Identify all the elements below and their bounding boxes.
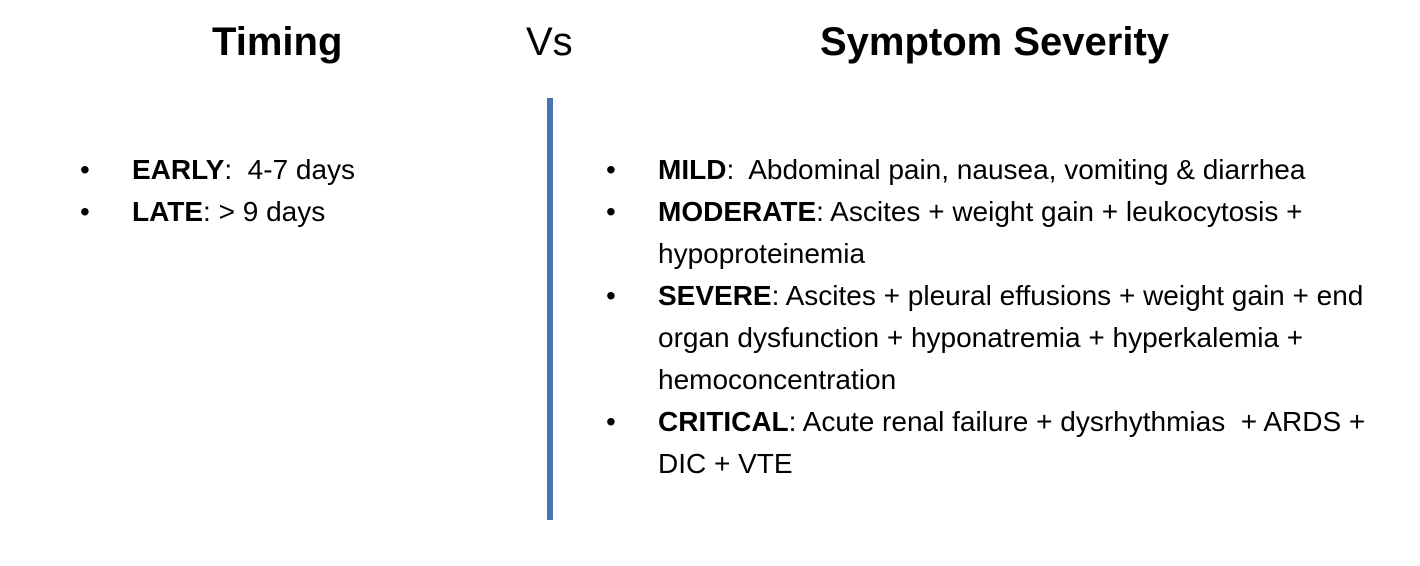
severity-term: SEVERE bbox=[658, 280, 772, 311]
timing-text: : 4-7 days bbox=[224, 154, 356, 185]
bullet-icon: • bbox=[80, 196, 90, 227]
bullet-icon: • bbox=[606, 406, 616, 437]
column-divider bbox=[547, 98, 553, 520]
timing-heading: Timing bbox=[212, 20, 343, 64]
severity-item-critical: • CRITICAL: Acute renal failure + dysrhy… bbox=[606, 401, 1406, 485]
vs-label: Vs bbox=[526, 20, 573, 64]
severity-text: : Ascites + weight gain + leukocytosis +… bbox=[658, 196, 1311, 269]
severity-item-severe: • SEVERE: Ascites + pleural effusions + … bbox=[606, 275, 1406, 401]
severity-term: MODERATE bbox=[658, 196, 817, 227]
severity-text: : Abdominal pain, nausea, vomiting & dia… bbox=[726, 154, 1306, 185]
severity-heading: Symptom Severity bbox=[820, 20, 1170, 64]
timing-term: EARLY bbox=[132, 154, 225, 185]
severity-term: CRITICAL bbox=[658, 406, 789, 437]
timing-item-late: • LATE: > 9 days bbox=[80, 191, 520, 233]
timing-item-early: • EARLY: 4-7 days bbox=[80, 149, 520, 191]
bullet-icon: • bbox=[606, 280, 616, 311]
timing-list: • EARLY: 4-7 days • LATE: > 9 days bbox=[80, 149, 520, 233]
severity-text: : Ascites + pleural effusions + weight g… bbox=[658, 280, 1372, 395]
bullet-icon: • bbox=[606, 154, 616, 185]
bullet-icon: • bbox=[606, 196, 616, 227]
severity-item-moderate: • MODERATE: Ascites + weight gain + leuk… bbox=[606, 191, 1406, 275]
severity-item-mild: • MILD: Abdominal pain, nausea, vomiting… bbox=[606, 149, 1406, 191]
severity-term: MILD bbox=[658, 154, 727, 185]
timing-term: LATE bbox=[132, 196, 204, 227]
bullet-icon: • bbox=[80, 154, 90, 185]
severity-list: • MILD: Abdominal pain, nausea, vomiting… bbox=[606, 149, 1406, 485]
severity-text: : Acute renal failure + dysrhythmias + A… bbox=[658, 406, 1374, 479]
timing-text: : > 9 days bbox=[203, 196, 326, 227]
